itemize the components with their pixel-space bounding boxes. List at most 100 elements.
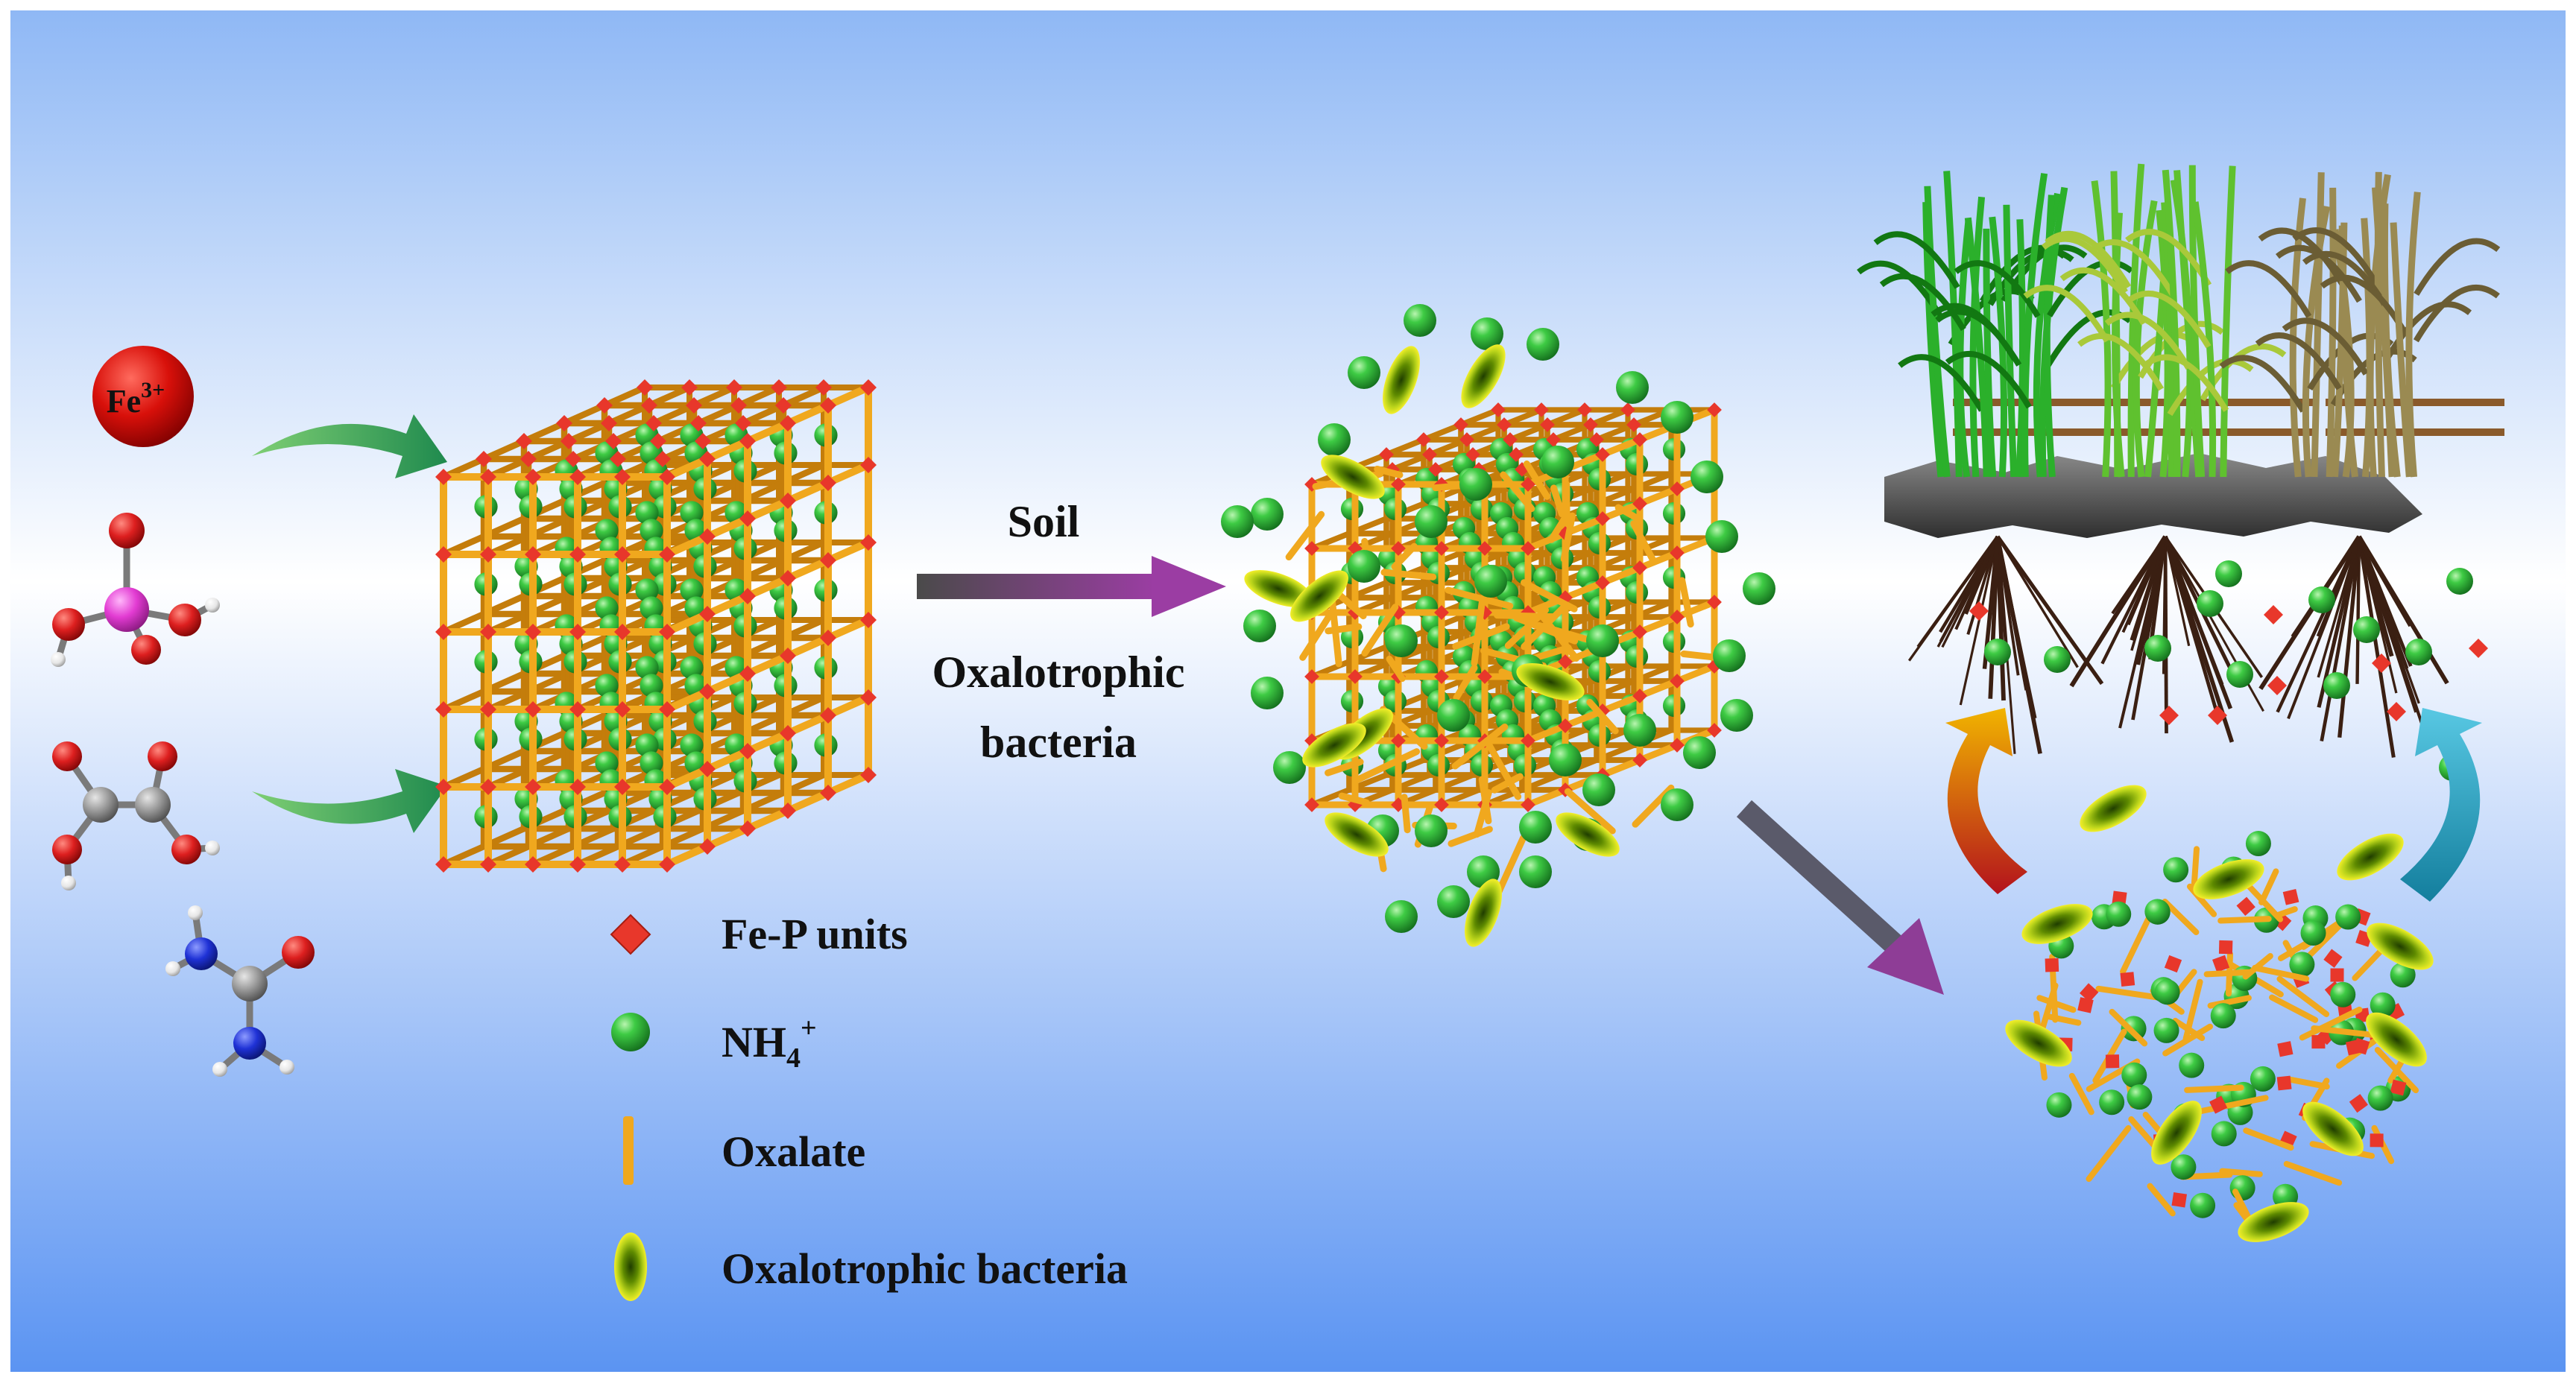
nh4-ion <box>1273 751 1306 784</box>
nh4-base: NH <box>722 1018 786 1066</box>
hydrogen-atom <box>61 876 76 890</box>
fe-p-fragment <box>2311 1035 2325 1048</box>
fe-p-fragment <box>2277 1041 2293 1057</box>
nh4-ion <box>1251 677 1284 709</box>
hydrogen-atom <box>205 598 220 613</box>
nh4-ion <box>2250 1066 2276 1092</box>
nh4-ion <box>2121 1063 2147 1088</box>
fe-p-fragment <box>2045 958 2059 972</box>
nh4-ion <box>2211 1003 2236 1028</box>
nh4-ion <box>1348 356 1380 389</box>
nh4-ion <box>2246 831 2271 856</box>
nh4-ion <box>1586 624 1619 657</box>
nh4-ion <box>1713 639 1746 672</box>
nh4-ion <box>2301 920 2326 946</box>
nh4-ion <box>1251 498 1284 531</box>
nh4-ion <box>2226 661 2253 688</box>
fe-p-fragment <box>2370 1133 2384 1147</box>
nh4-ion <box>1661 401 1693 434</box>
nh4-ion <box>1549 744 1582 776</box>
oxygen-atom <box>52 608 85 641</box>
plant-root <box>2358 537 2359 684</box>
fe-p-fragment <box>2120 972 2135 987</box>
hydrogen-atom <box>51 652 66 667</box>
soil-label: Soil <box>1008 497 1080 546</box>
arrow-shaft <box>917 574 1155 599</box>
nitrogen-atom <box>233 1027 266 1060</box>
nh4-ion <box>1348 550 1380 583</box>
nh4-ion <box>1541 446 1574 478</box>
phosphorus-atom <box>104 587 149 632</box>
nh4-ion <box>2353 616 2380 643</box>
fe-p-fragment <box>2172 1192 2187 1207</box>
oxygen-atom <box>52 835 82 864</box>
fe-symbol: Fe <box>107 383 141 420</box>
nh4-ion <box>2308 586 2335 613</box>
loose-oxalate-rod <box>1404 797 1407 830</box>
nh4-ion <box>1683 736 1716 769</box>
nitrogen-atom <box>185 937 218 970</box>
nh4-ion <box>2330 982 2355 1007</box>
oxalate-fragment <box>2194 849 2197 887</box>
nh4-ion <box>1705 520 1738 553</box>
fe-charge: 3+ <box>141 378 165 402</box>
legend-fe-p-units: Fe-P units <box>722 910 908 958</box>
bacteria-icon <box>614 1232 647 1301</box>
nh4-ion <box>1743 572 1775 605</box>
fe-p-fragment <box>2077 997 2093 1013</box>
nh4-ion <box>2335 905 2361 930</box>
oxalotrophic-label: Oxalotrophic <box>932 648 1185 697</box>
oxygen-atom <box>52 741 82 771</box>
nh4-superscript: + <box>801 1013 817 1044</box>
nh4-ion <box>2215 560 2242 587</box>
nh4-ion <box>1984 639 2011 665</box>
nh4-ion <box>2121 1016 2147 1041</box>
oxygen-atom <box>148 741 177 771</box>
nh4-ion <box>1661 788 1693 821</box>
oxygen-atom <box>168 604 201 636</box>
nh4-ion <box>2044 646 2071 673</box>
nh4-ion <box>2106 902 2131 927</box>
oxygen-atom <box>109 513 145 548</box>
nh4-ion <box>1437 699 1470 732</box>
nh4-ion <box>1582 773 1615 806</box>
nh4-ion <box>1385 900 1418 933</box>
nh4-ion <box>1404 304 1436 337</box>
carbon-atom <box>232 966 268 1001</box>
oxygen-atom <box>171 835 201 864</box>
oxalate-fragment <box>2207 972 2250 975</box>
nh4-ion <box>1519 811 1552 844</box>
nh4-ion <box>2155 979 2180 1004</box>
nh4-subscript: 4 <box>786 1042 801 1074</box>
nh4-ion <box>2323 672 2350 699</box>
nh4-ion <box>2197 590 2223 617</box>
hydrogen-atom <box>188 905 203 920</box>
nh4-ion <box>1243 610 1276 642</box>
nh4-ion <box>2446 568 2473 595</box>
fe3-ion: Fe3+ <box>92 346 194 447</box>
nh4-sphere-icon <box>611 1013 650 1051</box>
nh4-ion <box>1318 423 1351 456</box>
fe-p-fragment <box>2330 968 2343 981</box>
nh4-ion <box>2144 899 2170 924</box>
nh4-ion <box>2144 635 2171 662</box>
legend-oxalate: Oxalate <box>722 1127 865 1176</box>
nh4-ion <box>1437 885 1470 918</box>
nh4-ion <box>1623 714 1656 747</box>
oxygen-atom <box>282 936 315 969</box>
oxalate-fragment <box>2187 1088 2241 1090</box>
nh4-ion <box>1415 505 1448 538</box>
nh4-ion <box>1519 855 1552 888</box>
nh4-ion <box>2179 1053 2204 1078</box>
loose-oxalate-rod <box>1384 572 1433 577</box>
nh4-ion <box>2405 639 2432 665</box>
oxalate-fragment <box>2220 919 2268 920</box>
oxalate-rod-icon <box>623 1116 634 1185</box>
nh4-ion <box>1720 699 1753 732</box>
loose-oxalate-rod <box>1497 616 1553 617</box>
hydrogen-atom <box>165 961 180 976</box>
nh4-ion <box>2212 1121 2237 1146</box>
nh4-ion <box>2163 857 2188 882</box>
fe-p-fragment <box>2346 1040 2361 1055</box>
nh4-ion <box>2046 1092 2071 1118</box>
